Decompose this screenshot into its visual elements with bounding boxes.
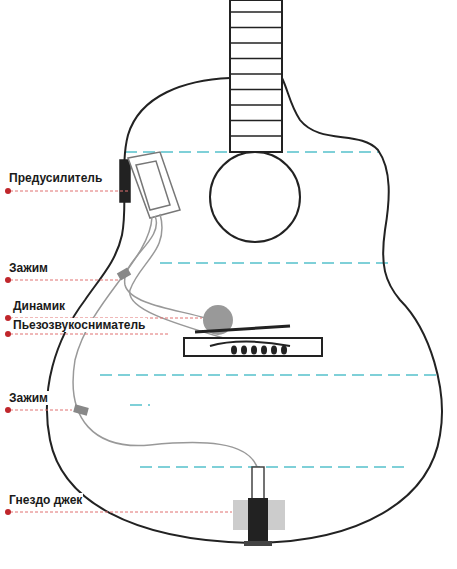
fret (230, 42, 282, 44)
part-label: Предусилитель (8, 171, 103, 185)
callout-dot (5, 509, 11, 515)
fret (230, 120, 282, 122)
bridge-pin (231, 346, 237, 355)
fret (230, 73, 282, 75)
fret (230, 135, 282, 137)
fret (230, 89, 282, 91)
callout-dot (5, 407, 11, 413)
part-label: Гнездо джек (8, 493, 83, 507)
leader-line (10, 410, 72, 411)
part-label: Зажим (8, 261, 49, 275)
bridge (184, 326, 322, 356)
bridge-pin (251, 346, 257, 355)
callout-dot (5, 331, 11, 337)
part-label: Динамик (12, 299, 66, 313)
preamp (120, 152, 180, 218)
callout-dot (5, 315, 11, 321)
bridge-pin (271, 346, 277, 355)
clamp (117, 268, 131, 281)
bridge-pin (261, 346, 267, 355)
jack-socket (233, 467, 285, 546)
guitar-neck (230, 0, 282, 152)
sound-hole (210, 152, 300, 242)
part-label: Пьезозвукосниматель (12, 318, 147, 332)
part-label: Зажим (8, 391, 49, 405)
bridge-pin (281, 346, 287, 355)
leader-line (10, 512, 232, 513)
callout-dot (5, 277, 11, 283)
leader-line (10, 280, 118, 281)
callout-dot (5, 188, 11, 194)
leader-line (10, 191, 128, 192)
fret (230, 104, 282, 106)
clamp (73, 404, 89, 415)
leader-line (10, 334, 170, 335)
fret (230, 58, 282, 60)
fret (230, 11, 282, 13)
bridge-pin (241, 346, 247, 355)
fret (230, 27, 282, 29)
